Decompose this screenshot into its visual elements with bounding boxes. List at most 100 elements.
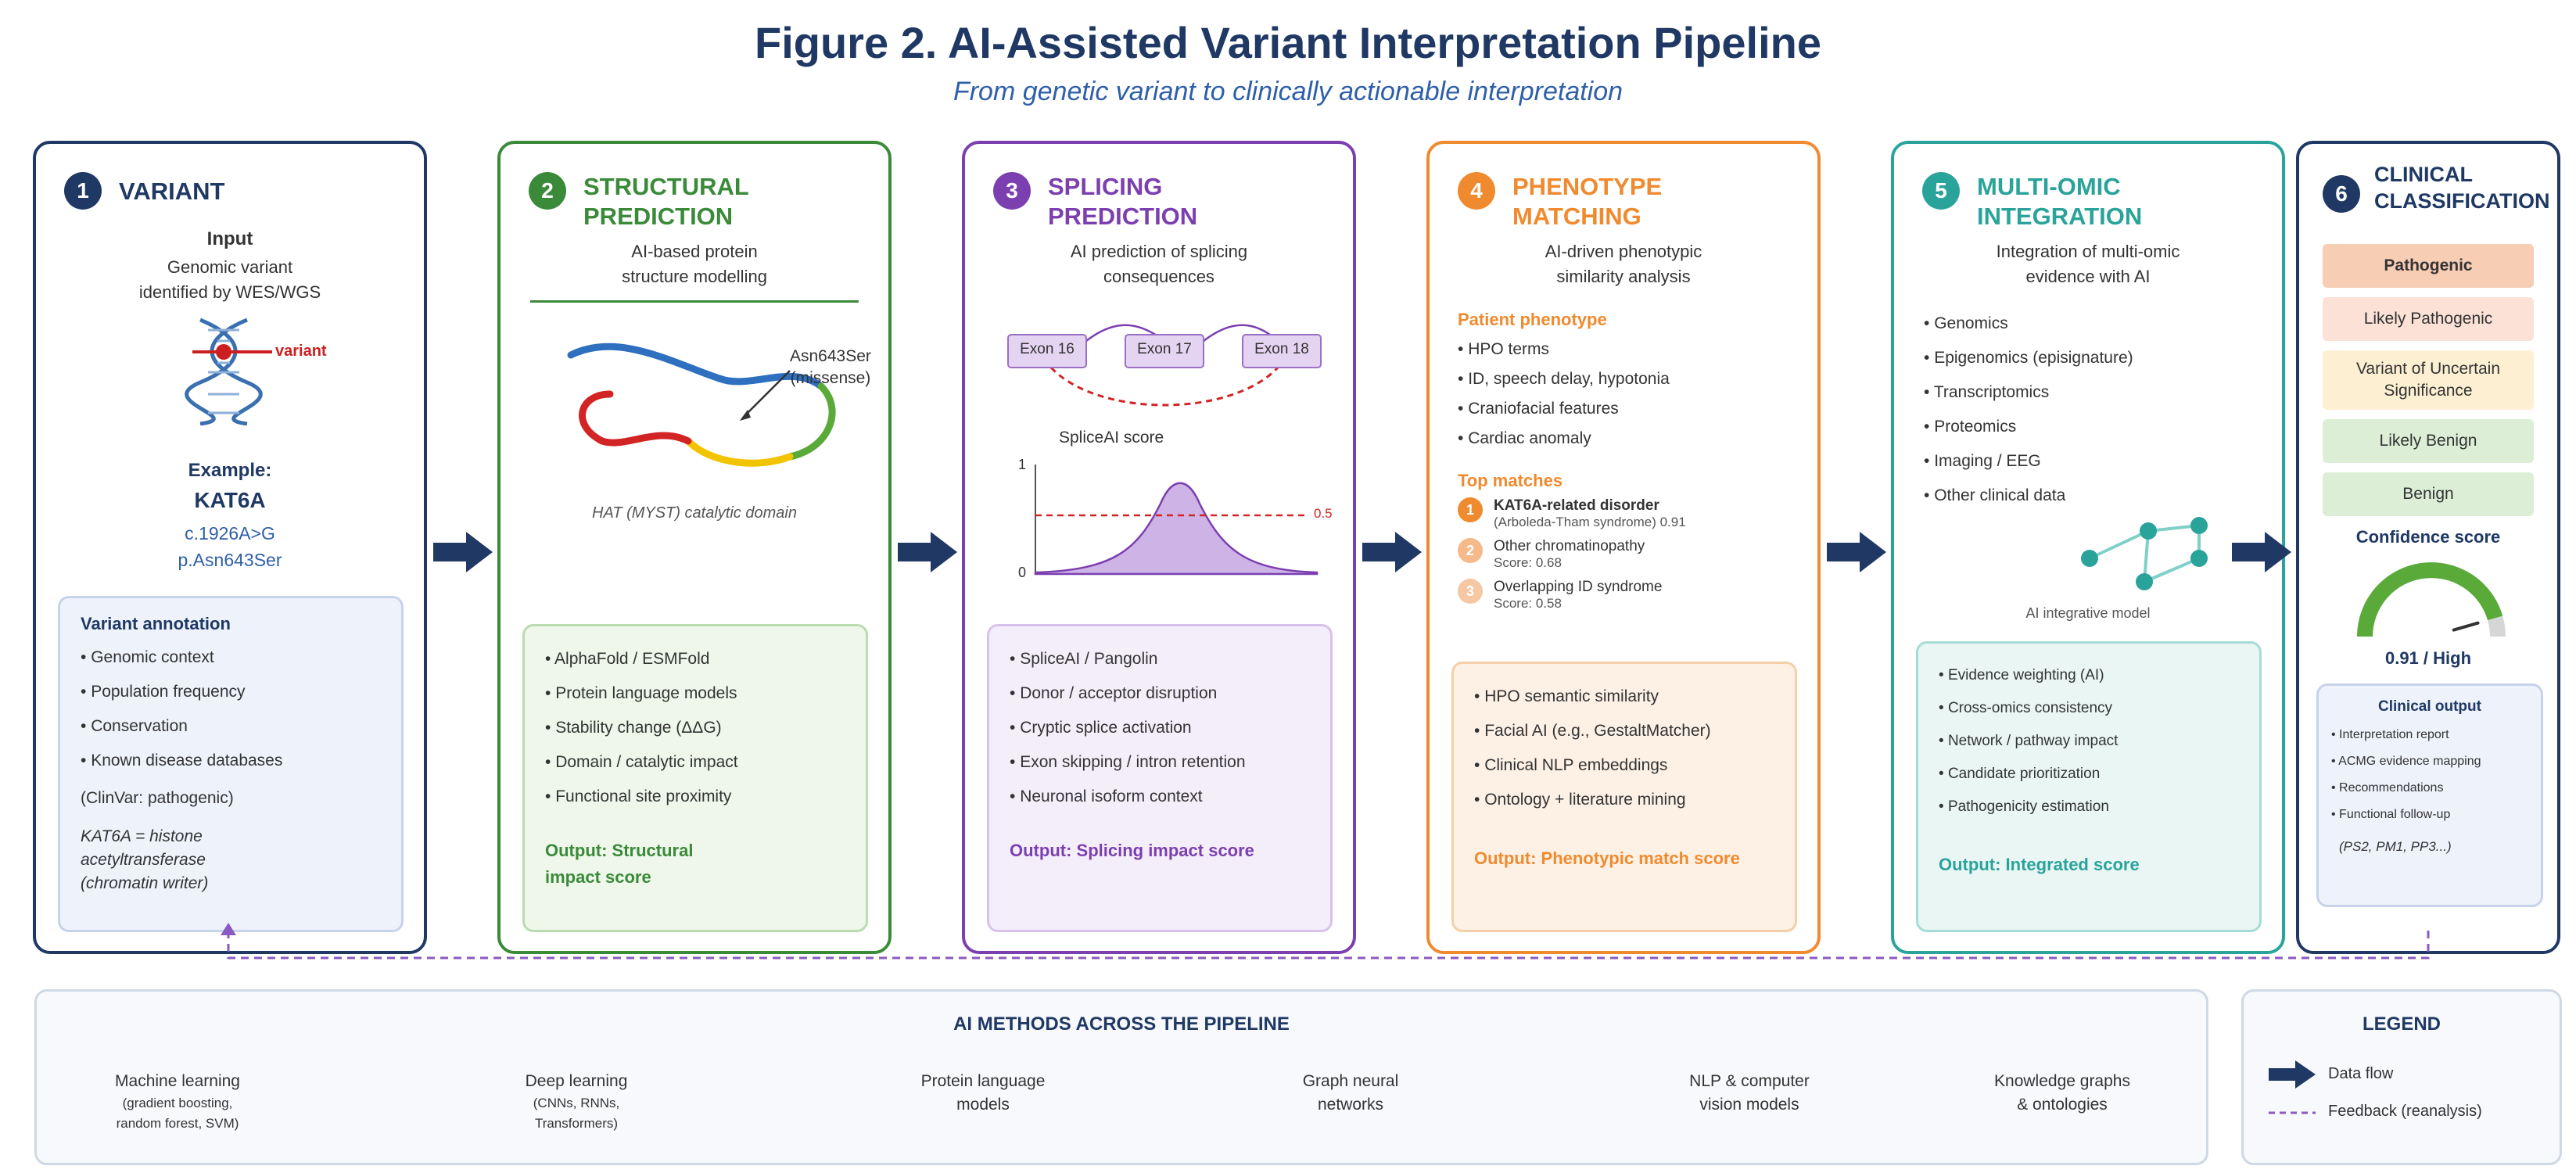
- stage-splicing-prediction: 3 SPLICING PREDICTION AI prediction of s…: [962, 141, 1356, 954]
- data-flow-arrow: [898, 532, 957, 572]
- list-item: AlphaFold / ESMFold: [545, 642, 845, 676]
- integration-methods-box: Evidence weighting (AI) Cross-omics cons…: [1916, 641, 2262, 932]
- list-item: Transcriptomics: [1924, 375, 2268, 410]
- list-item: ID, speech delay, hypotonia: [1458, 364, 1802, 394]
- stage-variant: 1 VARIANT Input Genomic variant identifi…: [33, 141, 427, 954]
- top-matches-title: Top matches: [1458, 471, 1563, 490]
- network-icon: [2081, 517, 2208, 590]
- stage-number: 4: [1458, 172, 1495, 210]
- protein-change: p.Asn643Ser: [178, 550, 282, 570]
- stage-number: 6: [2323, 175, 2360, 213]
- divider: [530, 300, 859, 303]
- score-title: SpliceAI score: [1059, 429, 1164, 447]
- match-item: 3 Overlapping ID syndrome Score: 0.58: [1458, 579, 1802, 612]
- stage-multi-omic-integration: 5 MULTI-OMIC INTEGRATION Integration of …: [1891, 141, 2285, 954]
- legend-feedback: Feedback (reanalysis): [2328, 1103, 2482, 1120]
- list-item: ACMG evidence mapping: [2331, 748, 2528, 775]
- stage-description: AI-driven phenotypic similarity analysis: [1545, 242, 1702, 286]
- y-axis-top: 1: [1018, 457, 1027, 472]
- method-name: Graph neural networks: [1302, 1072, 1399, 1114]
- gene-note: KAT6A = histone acetyltransferase (chrom…: [81, 827, 209, 892]
- method-detail: (CNNs, RNNs, Transformers): [533, 1096, 620, 1131]
- list-item: Pathogenicity estimation: [1939, 791, 2239, 823]
- list-item: Cross-omics consistency: [1939, 692, 2239, 725]
- stage-title: CLINICAL CLASSIFICATION: [2374, 163, 2550, 213]
- stage-number: 2: [529, 172, 566, 210]
- list-item: Genomic context: [81, 640, 381, 675]
- input-label: Input: [206, 228, 253, 249]
- list-item: Neuronal isoform context: [1010, 780, 1310, 814]
- method-item: Graph neural networks: [1257, 1070, 1444, 1117]
- list-item: Genomics: [1924, 307, 2268, 341]
- list-item: Known disease databases: [81, 744, 381, 778]
- stage-description: AI-based protein structure modelling: [622, 242, 767, 286]
- class-benign: Benign: [2323, 472, 2534, 516]
- method-item: Deep learning (CNNs, RNNs, Transformers): [490, 1070, 662, 1134]
- list-item: Interpretation report: [2331, 722, 2528, 748]
- class-vus: Variant of Uncertain Significance: [2323, 350, 2534, 410]
- mutation-label: Asn643Ser (missense): [790, 347, 871, 387]
- methods-list: Evidence weighting (AI) Cross-omics cons…: [1939, 659, 2239, 823]
- list-item: Proteomics: [1924, 410, 2268, 444]
- stage-title: SPLICING PREDICTION: [1048, 173, 1198, 230]
- confidence-title: Confidence score: [2355, 527, 2501, 547]
- method-name: Machine learning: [115, 1072, 240, 1090]
- match-detail: (Arboleda-Tham syndrome) 0.91: [1494, 515, 1686, 529]
- list-item: Epigenomics (episignature): [1924, 341, 2268, 375]
- method-item: Knowledge graphs & ontologies: [1961, 1070, 2164, 1117]
- exon-label: Exon 16: [1020, 341, 1075, 357]
- splicing-methods-box: SpliceAI / Pangolin Donor / acceptor dis…: [987, 624, 1333, 932]
- match-rank: 3: [1458, 579, 1483, 604]
- threshold-label: 0.5: [1314, 506, 1333, 521]
- method-detail: (gradient boosting, random forest, SVM): [116, 1096, 239, 1131]
- data-flow-arrow: [1827, 532, 1886, 572]
- annotation-title: Variant annotation: [81, 614, 231, 633]
- clinical-output-box: Clinical output Interpretation report AC…: [2316, 683, 2543, 907]
- methods-list: SpliceAI / Pangolin Donor / acceptor dis…: [1010, 642, 1310, 814]
- class-likely-pathogenic: Likely Pathogenic: [2323, 297, 2534, 341]
- method-name: Knowledge graphs & ontologies: [1994, 1072, 2130, 1114]
- confidence-label: 0.91 / High: [2384, 648, 2472, 668]
- match-rank: 2: [1458, 538, 1483, 563]
- variant-tag: variant: [275, 343, 327, 360]
- list-item: SpliceAI / Pangolin: [1010, 642, 1310, 676]
- list-item: Stability change (ΔΔG): [545, 711, 845, 745]
- gene-name: KAT6A: [194, 488, 266, 512]
- list-item: Domain / catalytic impact: [545, 745, 845, 780]
- legend-data-flow: Data flow: [2328, 1065, 2394, 1082]
- output-label: Output: Phenotypic match score: [1474, 848, 1740, 868]
- clinical-output-title: Clinical output: [2378, 698, 2481, 715]
- variant-annotation-box: Variant annotation Genomic context Popul…: [58, 596, 404, 932]
- exon-diagram: [1007, 324, 1322, 407]
- list-item: Imaging / EEG: [1924, 444, 2268, 479]
- output-label: Output: Integrated score: [1939, 855, 2140, 874]
- input-description: Genomic variant identified by WES/WGS: [138, 257, 321, 302]
- list-item: Clinical NLP embeddings: [1474, 748, 1774, 783]
- list-item: Cryptic splice activation: [1010, 711, 1310, 745]
- stage-title: PHENOTYPE MATCHING: [1512, 173, 1663, 230]
- data-flow-arrow: [433, 532, 493, 572]
- method-item: Protein language models: [881, 1070, 1085, 1117]
- data-flow-arrow: [2232, 532, 2291, 572]
- match-item: 1 KAT6A-related disorder (Arboleda-Tham …: [1458, 497, 1802, 530]
- exon-label: Exon 18: [1254, 341, 1309, 357]
- acmg-codes: (PS2, PM1, PP3...): [2339, 839, 2452, 854]
- match-detail: Score: 0.58: [1494, 596, 1562, 611]
- stage-title: STRUCTURAL PREDICTION: [583, 173, 749, 230]
- list-item: HPO terms: [1458, 335, 1802, 364]
- stage-title: MULTI-OMIC INTEGRATION: [1977, 173, 2143, 230]
- list-item: Other clinical data: [1924, 479, 2268, 513]
- method-item: Machine learning (gradient boosting, ran…: [76, 1070, 279, 1134]
- match-rank: 1: [1458, 497, 1483, 522]
- list-item: Cardiac anomaly: [1458, 424, 1802, 454]
- list-item: Conservation: [81, 709, 381, 744]
- patient-phenotype-list: HPO terms ID, speech delay, hypotonia Cr…: [1458, 335, 1802, 454]
- y-axis-bottom: 0: [1018, 565, 1027, 580]
- stage-number: 5: [1922, 172, 1960, 210]
- stage-clinical-classification: 6 CLINICAL CLASSIFICATION Pathogenic Lik…: [2296, 141, 2560, 954]
- class-likely-benign: Likely Benign: [2323, 419, 2534, 463]
- list-item: Exon skipping / intron retention: [1010, 745, 1310, 780]
- list-item: Facial AI (e.g., GestaltMatcher): [1474, 714, 1774, 748]
- model-label: AI integrative model: [2025, 605, 2151, 621]
- list-item: Functional follow-up: [2331, 802, 2528, 828]
